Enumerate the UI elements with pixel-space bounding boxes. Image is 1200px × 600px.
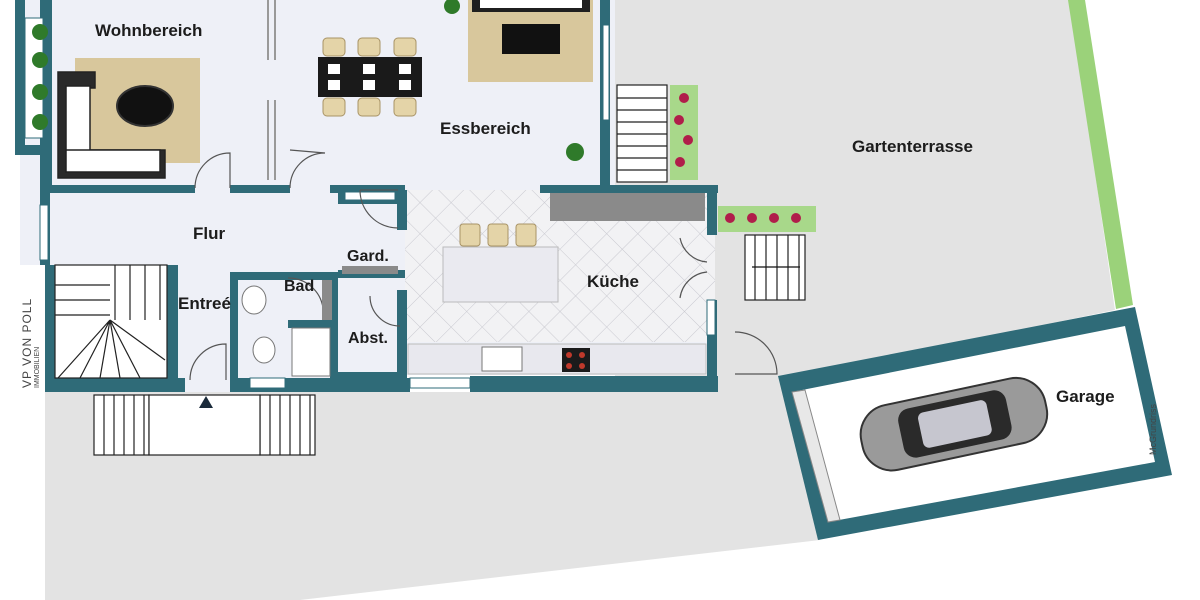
- bath-cabinet: [322, 280, 332, 320]
- logo-text: VP VON POLL: [20, 297, 34, 388]
- room-label-abst: Abst.: [348, 330, 388, 347]
- sink: [481, 346, 523, 372]
- stairs-interior: [54, 264, 168, 379]
- room-label-flur: Flur: [193, 224, 226, 243]
- kitchen-counter-bottom: [407, 343, 707, 375]
- lawn-strip: [1068, 0, 1133, 309]
- bar-stools: [459, 223, 537, 247]
- toilet: [252, 336, 276, 364]
- logo-subtext: IMMOBILIEN: [34, 346, 41, 388]
- kitchen-counter-top: [550, 193, 705, 221]
- credit-text: McGrundriss: [1148, 403, 1158, 455]
- stairs-entrance-right: [259, 394, 316, 456]
- stairs-terrace: [616, 84, 668, 183]
- room-label-garage: Garage: [1056, 387, 1115, 406]
- dining-table: [318, 37, 422, 117]
- kitchen-island: [442, 246, 559, 303]
- room-label-wohnbereich: Wohnbereich: [95, 21, 203, 40]
- room-label-essbereich: Essbereich: [440, 119, 531, 138]
- doors: [189, 149, 778, 381]
- entrance-arrow-icon: [199, 396, 213, 408]
- lounge-sofa: [472, 0, 590, 54]
- plants-left: [32, 0, 584, 161]
- stairs-entrance-left: [93, 394, 150, 456]
- garage-door: [791, 389, 841, 523]
- windows: [24, 17, 716, 389]
- cooktop: [562, 348, 590, 372]
- coffee-table: [116, 85, 174, 127]
- shower: [291, 327, 331, 377]
- sliding-doors: [267, 0, 276, 180]
- wardrobe-shelf: [342, 266, 398, 274]
- sofa: [57, 71, 166, 179]
- room-label-gartenterrasse: Gartenterrasse: [852, 137, 973, 156]
- room-label-entree: Entreé: [178, 294, 231, 313]
- room-label-gard: Gard.: [347, 248, 389, 265]
- stairs-kitchen-exit: [744, 234, 806, 301]
- car-icon: [859, 376, 1049, 472]
- room-label-bad: Bad: [284, 278, 315, 295]
- washbasin: [241, 285, 267, 315]
- room-label-kueche: Küche: [587, 272, 639, 291]
